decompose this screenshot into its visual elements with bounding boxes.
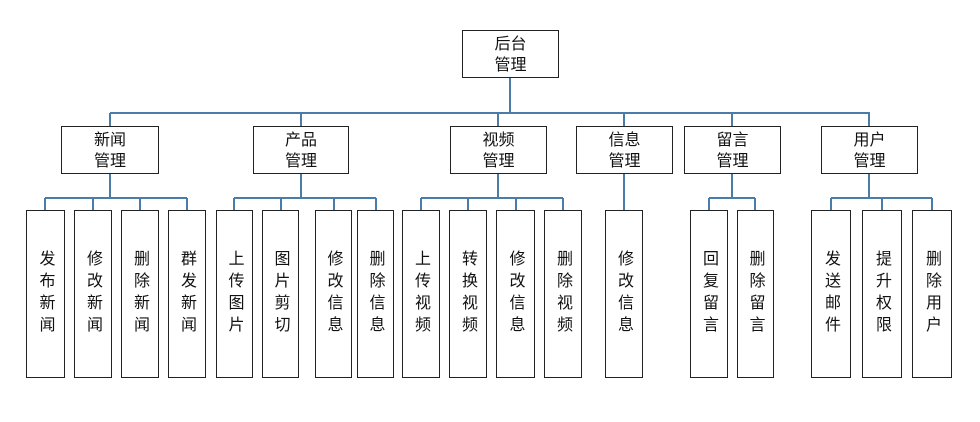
connector-leaf-drop xyxy=(881,198,883,210)
connector-module-drop xyxy=(300,113,302,126)
connector-module-stem xyxy=(300,174,302,198)
leaf-node: 发布新闻 xyxy=(26,210,65,378)
module-label-line1: 信息 xyxy=(608,130,641,149)
connector-module-stem xyxy=(731,174,733,198)
leaf-label: 回复留言 xyxy=(700,250,719,338)
module-label-line1: 产品 xyxy=(284,130,317,149)
module-label-line2: 管理 xyxy=(716,151,749,170)
connector-leaf-drop xyxy=(420,198,422,210)
leaf-label: 转换视频 xyxy=(459,250,478,338)
leaf-node: 回复留言 xyxy=(690,210,728,378)
connector-module-stem xyxy=(497,174,499,198)
module-label-line1: 用户 xyxy=(853,130,886,149)
leaf-node: 删除留言 xyxy=(737,210,774,378)
leaf-label: 修改信息 xyxy=(324,250,344,338)
leaf-node: 上传图片 xyxy=(216,210,253,378)
connector-module-stem xyxy=(623,174,625,198)
connector-module-drop xyxy=(868,113,870,126)
leaf-node: 转换视频 xyxy=(449,210,487,378)
connector-module-drop xyxy=(109,113,111,126)
module-label-line2: 管理 xyxy=(93,151,126,170)
connector-leaf-drop xyxy=(708,198,710,210)
module-product: 产品 管理 xyxy=(253,126,349,174)
module-label-line2: 管理 xyxy=(284,151,317,170)
leaf-label: 删除信息 xyxy=(366,250,386,338)
module-label-line1: 留言 xyxy=(716,130,749,149)
connector-leaf-drop xyxy=(92,198,94,210)
leaf-label: 修改信息 xyxy=(506,250,526,338)
leaf-label: 修改新闻 xyxy=(84,250,103,338)
leaf-node: 修改新闻 xyxy=(74,210,112,378)
connector-leaf-bus xyxy=(234,197,376,199)
leaf-node: 修改信息 xyxy=(315,210,352,378)
leaf-node: 图片剪切 xyxy=(262,210,299,378)
leaf-label: 修改信息 xyxy=(615,250,634,338)
leaf-node: 修改信息 xyxy=(605,210,643,378)
connector-leaf-bus xyxy=(421,197,563,199)
leaf-label: 上传图片 xyxy=(225,250,245,338)
connector-module-stem xyxy=(868,174,870,198)
module-news: 新闻 管理 xyxy=(61,126,159,174)
connector-module-drop xyxy=(497,113,499,126)
leaf-label: 群发新闻 xyxy=(178,250,197,338)
connector-leaf-drop xyxy=(467,198,469,210)
leaf-label: 发送邮件 xyxy=(822,250,841,338)
leaf-node: 提升权限 xyxy=(862,210,902,378)
connector-leaf-drop xyxy=(333,198,335,210)
leaf-node: 删除视频 xyxy=(544,210,582,378)
connector-top-bus xyxy=(110,112,870,114)
connector-leaf-drop xyxy=(233,198,235,210)
connector-leaf-drop xyxy=(280,198,282,210)
leaf-node: 修改信息 xyxy=(496,210,535,378)
connector-root-vertical xyxy=(509,78,511,113)
leaf-node: 删除新闻 xyxy=(121,210,159,378)
connector-module-drop xyxy=(623,113,625,126)
connector-leaf-drop xyxy=(139,198,141,210)
leaf-label: 上传视频 xyxy=(412,250,431,338)
connector-leaf-drop xyxy=(44,198,46,210)
module-info: 信息 管理 xyxy=(576,126,673,174)
leaf-label: 删除视频 xyxy=(554,250,573,338)
root-node: 后台 管理 xyxy=(462,30,559,78)
module-label-line2: 管理 xyxy=(608,151,641,170)
leaf-node: 删除信息 xyxy=(357,210,394,378)
connector-leaf-drop xyxy=(186,198,188,210)
connector-leaf-bus xyxy=(709,197,755,199)
leaf-label: 删除留言 xyxy=(746,250,766,338)
module-comment: 留言 管理 xyxy=(684,126,781,174)
connector-module-drop xyxy=(731,113,733,126)
leaf-label: 删除新闻 xyxy=(131,250,150,338)
connector-leaf-drop xyxy=(375,198,377,210)
module-label-line2: 管理 xyxy=(482,151,515,170)
leaf-node: 群发新闻 xyxy=(168,210,206,378)
connector-leaf-drop xyxy=(515,198,517,210)
module-label-line1: 新闻 xyxy=(93,130,126,149)
connector-leaf-drop xyxy=(931,198,933,210)
connector-module-stem xyxy=(109,174,111,198)
root-label-line2: 管理 xyxy=(494,55,527,74)
leaf-node: 上传视频 xyxy=(402,210,440,378)
connector-leaf-drop xyxy=(754,198,756,210)
root-label-line1: 后台 xyxy=(494,34,527,53)
connector-leaf-drop xyxy=(623,198,625,210)
leaf-label: 删除用户 xyxy=(923,250,942,338)
module-label-line1: 视频 xyxy=(482,130,515,149)
leaf-label: 发布新闻 xyxy=(36,250,56,338)
leaf-label: 图片剪切 xyxy=(271,250,291,338)
connector-leaf-drop xyxy=(830,198,832,210)
module-video: 视频 管理 xyxy=(450,126,547,174)
connector-leaf-drop xyxy=(562,198,564,210)
connector-leaf-bus xyxy=(45,197,187,199)
module-label-line2: 管理 xyxy=(853,151,886,170)
leaf-label: 提升权限 xyxy=(873,250,892,338)
leaf-node: 发送邮件 xyxy=(811,210,851,378)
module-user: 用户 管理 xyxy=(821,126,918,174)
leaf-node: 删除用户 xyxy=(912,210,952,378)
